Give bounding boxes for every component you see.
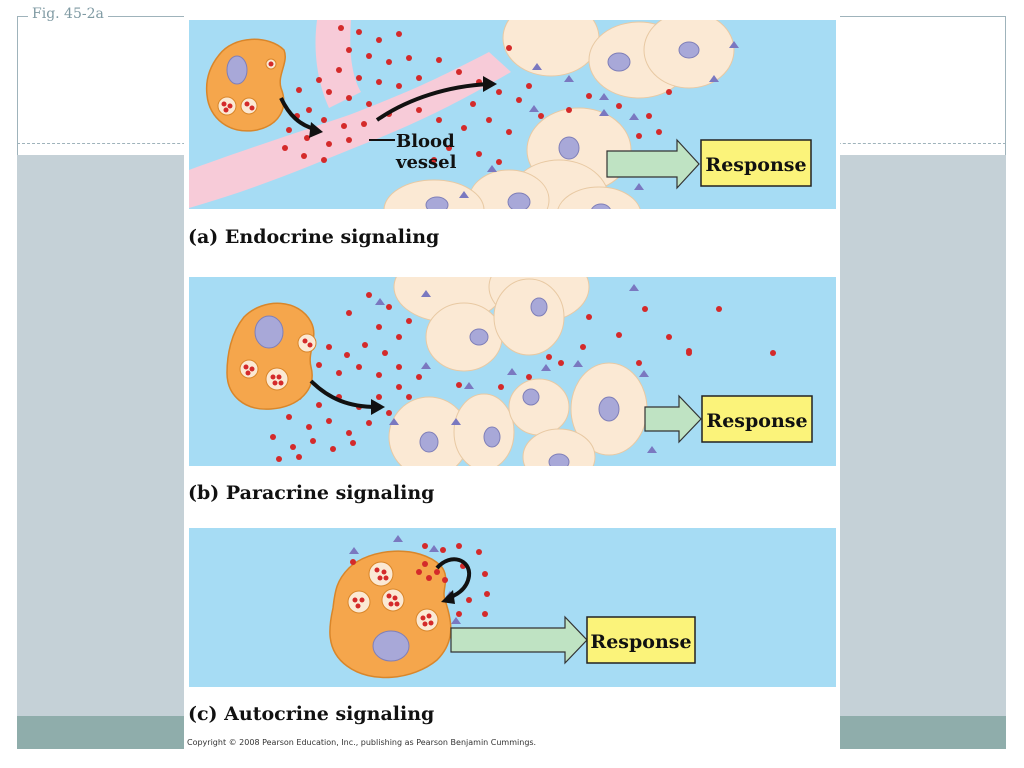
response-box	[586, 616, 696, 664]
caption-paracrine: (b) Paracrine signaling	[188, 482, 435, 504]
secreting-cell	[329, 550, 452, 679]
caption-autocrine: (c) Autocrine signaling	[188, 703, 435, 725]
autocrine-arrow-icon	[435, 557, 472, 600]
secreting-cell	[226, 302, 315, 410]
panel-endocrine: Blood vessel Response	[189, 20, 836, 209]
vessel-label-line2: vessel	[395, 152, 457, 173]
blood-vessel-branch	[315, 20, 361, 108]
response-arrow-icon	[450, 615, 588, 665]
blood-vessel	[189, 52, 511, 208]
autocrine-illustration: Response	[329, 535, 696, 679]
endocrine-illustration: Blood vessel Response	[189, 20, 812, 209]
signal-arrow-icon	[309, 379, 378, 409]
target-nuclei	[419, 297, 620, 466]
receptor-icons	[459, 41, 739, 198]
response-arrow-icon	[606, 138, 700, 190]
panel-paracrine: Response	[189, 277, 836, 466]
response-label: Response	[590, 631, 691, 653]
copyright-text: Copyright © 2008 Pearson Education, Inc.…	[187, 738, 537, 747]
response-arrow-icon	[644, 394, 702, 444]
target-nuclei	[425, 41, 700, 209]
secreting-nucleus	[254, 315, 284, 349]
secreting-cell	[205, 38, 286, 132]
figure-number: Fig. 45-2a	[28, 6, 108, 22]
hormone-dots	[350, 543, 490, 617]
caption-endocrine: (a) Endocrine signaling	[188, 226, 440, 248]
receptor-icons	[375, 284, 657, 453]
response-label: Response	[705, 154, 806, 176]
secreting-nucleus	[226, 55, 248, 85]
signal-arrow-icon-2	[375, 82, 490, 122]
panel-autocrine: Response	[189, 528, 836, 687]
figure: Blood vessel Response (a) Endocrine sign…	[184, 15, 840, 752]
secreting-nucleus	[372, 630, 410, 662]
response-box	[701, 395, 813, 443]
response-box	[700, 139, 812, 187]
response-label: Response	[706, 410, 807, 432]
vessel-label-line1: Blood	[396, 131, 455, 152]
paracrine-illustration: Response	[226, 277, 813, 466]
